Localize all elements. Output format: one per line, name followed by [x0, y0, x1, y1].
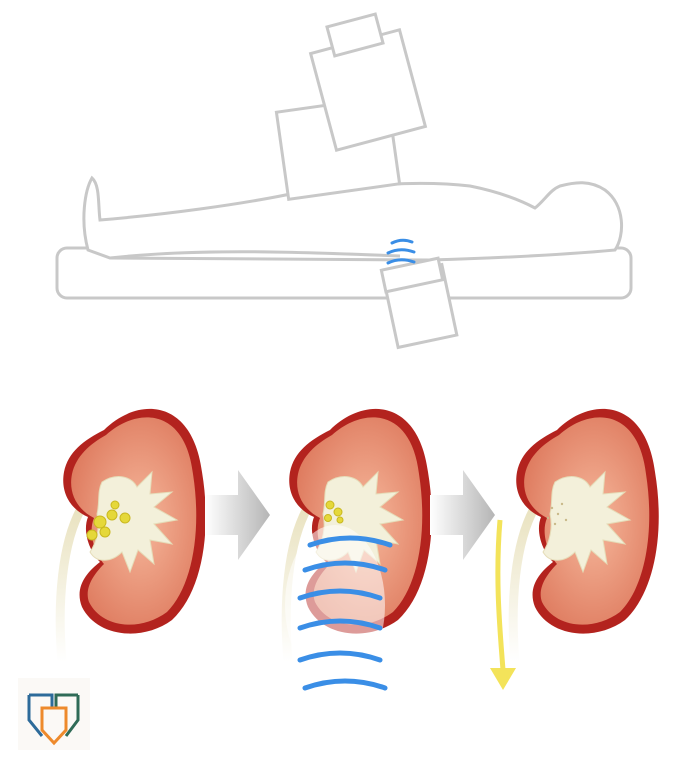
kidney-with-stones — [60, 409, 206, 662]
patient-body — [82, 175, 624, 262]
kidney-stones — [86, 500, 131, 541]
kidney-cleared — [513, 409, 659, 662]
shockwave-small — [386, 238, 416, 265]
upper-generator — [274, 12, 428, 202]
fragmented-stones — [324, 500, 344, 524]
logo — [18, 678, 90, 750]
step-arrow-1 — [205, 470, 270, 560]
passage-arrow — [495, 519, 506, 671]
patient-scene — [55, 12, 633, 350]
stone-dust — [546, 502, 568, 526]
lower-generator — [379, 256, 459, 350]
step-arrow-2 — [430, 470, 495, 560]
